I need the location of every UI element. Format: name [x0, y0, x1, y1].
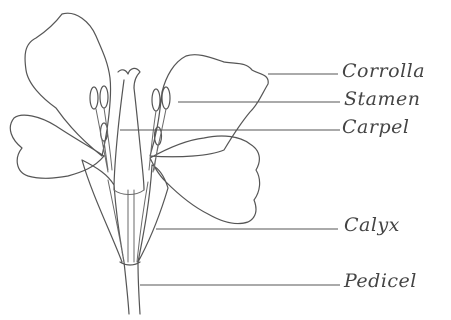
- label-corolla: Corrolla: [342, 60, 425, 82]
- petal-upper-left: [25, 13, 111, 156]
- pedicel-stalk: [124, 262, 140, 314]
- petal-upper-right: [150, 55, 268, 157]
- calyx-sepals: [82, 160, 168, 265]
- label-pedicel: Pedicel: [344, 270, 417, 292]
- label-stamen: Stamen: [344, 88, 420, 110]
- label-calyx: Calyx: [344, 214, 400, 236]
- petal-lower-right: [150, 136, 260, 224]
- carpel-pistil: [114, 68, 144, 194]
- label-carpel: Carpel: [342, 116, 409, 138]
- petal-lower-left: [10, 115, 104, 178]
